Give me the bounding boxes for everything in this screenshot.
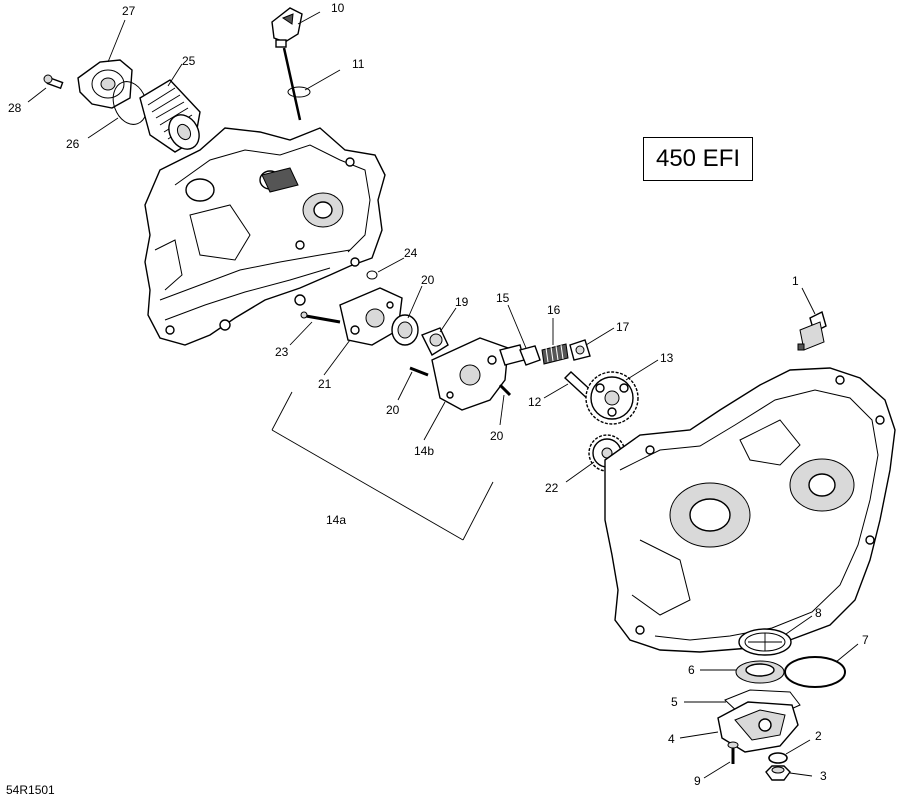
screen-6 — [735, 660, 785, 684]
sensor-1 — [797, 310, 827, 351]
callout-20-right: 20 — [490, 429, 504, 443]
valve-15 — [519, 345, 541, 366]
callout-11: 11 — [352, 57, 365, 71]
assembly-bracket-14a — [271, 391, 494, 541]
callout-19: 19 — [455, 295, 469, 309]
dipstick — [271, 7, 303, 121]
callout-27: 27 — [122, 4, 136, 18]
callout-8: 8 — [815, 606, 822, 620]
o-ring-2 — [768, 752, 788, 764]
model-label: 450 EFI — [655, 145, 741, 172]
callout-21: 21 — [318, 377, 332, 391]
callout-22: 22 — [545, 481, 559, 495]
callout-17: 17 — [616, 320, 630, 334]
plug-17 — [569, 339, 591, 361]
callout-20-left: 20 — [386, 403, 400, 417]
callout-15: 15 — [496, 291, 510, 305]
callout-16: 16 — [547, 303, 561, 317]
leader-lines — [27, 11, 859, 779]
callout-14b: 14b — [414, 444, 434, 458]
screw-9 — [727, 741, 739, 764]
callout-20-top: 20 — [421, 273, 435, 287]
callout-6: 6 — [688, 663, 695, 677]
callout-28: 28 — [8, 101, 22, 115]
inner-rotor-19 — [421, 327, 449, 357]
callout-7: 7 — [862, 633, 869, 647]
dowel-pin-left — [409, 366, 429, 377]
callout-13: 13 — [660, 351, 674, 365]
callout-24: 24 — [404, 246, 418, 260]
callouts: 27 28 25 26 10 11 1 24 20 19 23 21 20 14… — [8, 1, 869, 788]
pump-body-14b — [431, 337, 525, 411]
oil-filter — [139, 79, 201, 153]
gear-13 — [585, 371, 639, 425]
gasket-8 — [738, 628, 792, 656]
callout-9: 9 — [694, 774, 701, 788]
callout-2: 2 — [815, 729, 822, 743]
callout-4: 4 — [668, 732, 675, 746]
callout-26: 26 — [66, 137, 80, 151]
callout-23: 23 — [275, 345, 289, 359]
crankcase-left — [144, 127, 386, 346]
dowel-pin-right — [498, 383, 512, 397]
drain-plug-3 — [765, 765, 791, 781]
callout-14a: 14a — [326, 513, 346, 527]
outer-rotor-20 — [391, 314, 419, 346]
o-ring-7 — [784, 656, 846, 688]
crankcase-right — [604, 367, 896, 653]
pump-screw-23 — [300, 311, 341, 324]
cover-screw — [43, 74, 64, 90]
spring-16 — [541, 343, 569, 365]
model-label-box: 450 EFI — [643, 137, 753, 181]
dipstick-o-ring — [287, 86, 311, 98]
callout-25: 25 — [182, 54, 196, 68]
oil-filter-cover — [77, 59, 133, 109]
callout-5: 5 — [671, 695, 678, 709]
cover-4 — [717, 701, 799, 753]
figure-code: 54R1501 — [6, 783, 55, 797]
washer-24 — [366, 270, 378, 280]
callout-12: 12 — [528, 395, 542, 409]
callout-1: 1 — [792, 274, 799, 288]
callout-3: 3 — [820, 769, 827, 783]
callout-10: 10 — [331, 1, 345, 15]
